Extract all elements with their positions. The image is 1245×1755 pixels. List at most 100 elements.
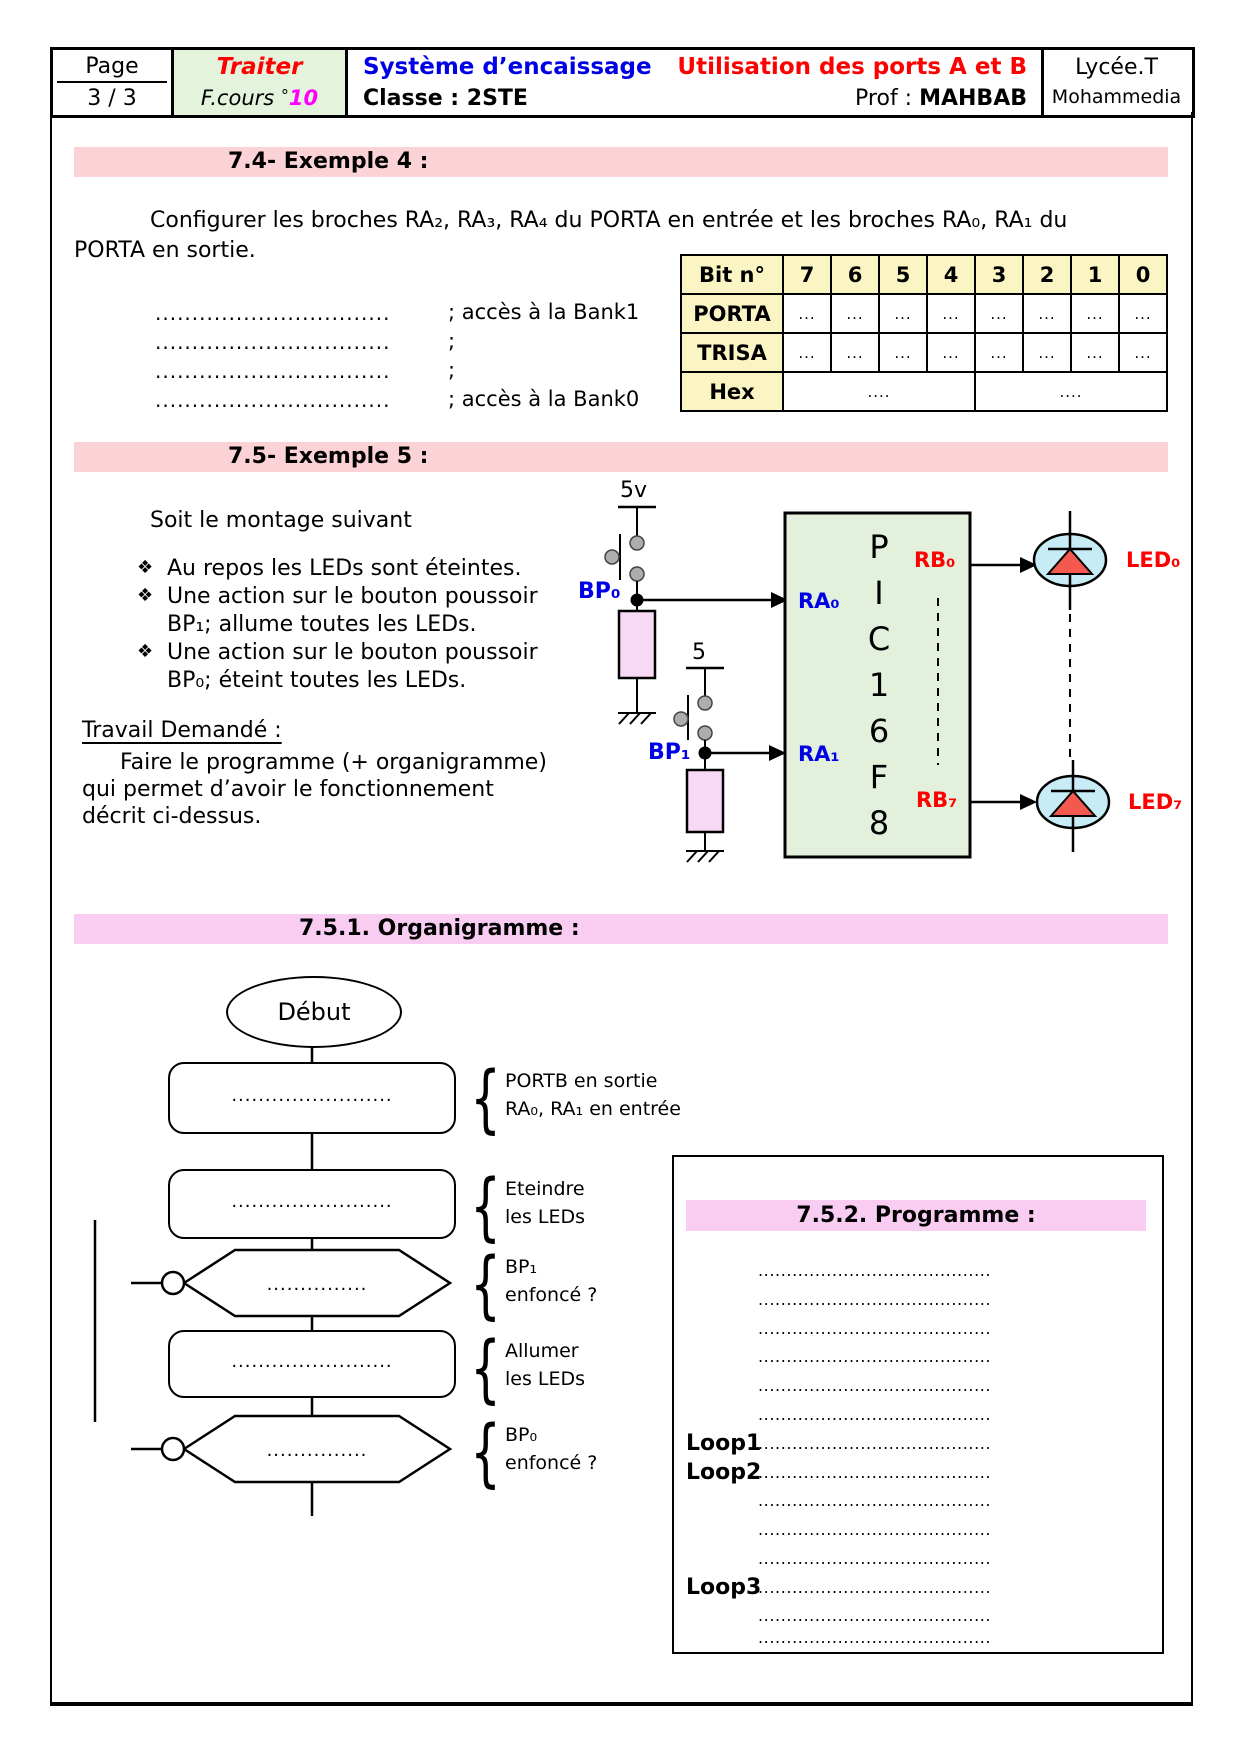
section-7-5-heading: 7.5- Exemple 5 : <box>74 442 1168 472</box>
row-label: PORTA <box>680 293 784 334</box>
supply-5-label: 5 <box>692 640 706 665</box>
table-cell: ... <box>1022 293 1072 334</box>
dotted-blank: ................................ <box>155 388 391 412</box>
section-7-5-2-title: 7.5.2. Programme : <box>796 1203 1036 1228</box>
bp0-label: BP₀ <box>578 579 621 604</box>
program-label: Loop1 <box>686 1431 762 1456</box>
header-school-cell: Lycée.T Mohammedia <box>1041 50 1192 115</box>
paragraph-line: Configurer les broches RA₂, RA₃, RA₄ du … <box>150 208 1068 233</box>
chip-letter: 6 <box>868 712 890 750</box>
col-header: 1 <box>1070 254 1120 295</box>
table-cell: ... <box>830 293 880 334</box>
table-cell: ... <box>1118 332 1168 373</box>
table-cell: ... <box>974 293 1024 334</box>
resistor-bp0 <box>617 609 657 713</box>
annotation-line: RA₀, RA₁ en entrée <box>505 1098 681 1120</box>
bullet-item-continued: BP₀; éteint toutes les LEDs. <box>167 668 467 693</box>
dotted-blank: ........................................… <box>758 1520 992 1539</box>
row-label: TRISA <box>680 332 784 373</box>
col-header: 3 <box>974 254 1024 295</box>
col-header: Bit n° <box>680 254 784 295</box>
flowchart-annotation: Allumer les LEDs <box>505 1342 585 1389</box>
section-7-5-title: 7.5- Exemple 5 : <box>228 444 429 469</box>
flowchart-decision-bp0 <box>131 1414 453 1484</box>
supply-5v-label: 5v <box>620 478 648 503</box>
prof-label: Prof : <box>855 86 920 111</box>
class-line: Classe : 2STE <box>363 86 528 111</box>
answer-comment: ; <box>448 329 456 353</box>
annotation-line: Allumer <box>505 1340 579 1362</box>
flowchart-start-node: Début <box>226 976 402 1048</box>
brace-icon: { <box>470 1326 501 1412</box>
bits-table: Bit n° 7 6 5 4 3 2 1 0 PORTA ... ... ...… <box>680 254 1168 412</box>
dotted-blank: ................................ <box>155 330 391 354</box>
wire-rb0 <box>970 557 1037 573</box>
annotation-line: BP₀ <box>505 1424 538 1446</box>
ra1-pin-label: RA₁ <box>798 742 840 766</box>
travail-line: Faire le programme (+ organigramme) <box>120 750 547 775</box>
brace-icon: { <box>470 1242 501 1328</box>
brace-icon: { <box>470 1056 501 1142</box>
pushbutton-bp0-symbol <box>604 505 656 611</box>
dotted-blank: ........................ <box>231 1085 393 1106</box>
col-header: 2 <box>1022 254 1072 295</box>
divider <box>345 50 348 115</box>
table-cell: ... <box>878 332 928 373</box>
col-header: 0 <box>1118 254 1168 295</box>
ra0-pin-label: RA₀ <box>798 589 840 613</box>
course-prefix: F.cours <box>200 86 275 110</box>
program-label: Loop2 <box>686 1460 762 1485</box>
paragraph-line: PORTA en sortie. <box>74 238 256 263</box>
intro-line: Soit le montage suivant <box>150 508 412 533</box>
dotted-blank: ........................................… <box>758 1491 992 1510</box>
page-border <box>50 112 1193 1706</box>
table-cell: ... <box>782 332 832 373</box>
table-cell: ... <box>782 293 832 334</box>
section-7-4-title: 7.4- Exemple 4 : <box>228 149 429 174</box>
dotted-blank: ........................................… <box>758 1549 992 1568</box>
dotted-blank: ............... <box>266 1274 368 1295</box>
answer-comment: ; accès à la Bank1 <box>448 300 640 324</box>
divider <box>171 50 174 115</box>
school-city: Mohammedia <box>1051 86 1182 108</box>
flowchart-annotation: PORTB en sortie RA₀, RA₁ en entrée <box>505 1072 681 1119</box>
dotted-blank: ........................ <box>231 1191 393 1212</box>
flowchart-process-init: ........................ <box>168 1062 456 1134</box>
table-row: PORTA ... ... ... ... ... ... ... ... <box>680 293 1168 334</box>
flowchart-process-eteindre: ........................ <box>168 1169 456 1239</box>
pic16f8-chip <box>783 511 972 859</box>
bp1-label: BP₁ <box>648 740 691 765</box>
flowchart-annotation: BP₀ enfoncé ? <box>505 1426 597 1473</box>
hex-cell: .... <box>782 371 976 412</box>
section-7-5-1-heading: 7.5.1. Organigramme : <box>74 914 1168 944</box>
ground-symbol-bp0 <box>618 712 656 725</box>
dotted-blank: ........................................… <box>758 1628 992 1647</box>
chip-letter: F <box>869 758 889 796</box>
header-main-cell: Système d’encaissage Classe : 2STE Utili… <box>345 50 1041 115</box>
start-label: Début <box>277 998 351 1026</box>
brace-icon: { <box>470 1164 501 1250</box>
dotted-blank: ........................................… <box>758 1290 992 1309</box>
dotted-blank: ........................................… <box>758 1347 992 1366</box>
activity-label: Traiter <box>216 54 303 80</box>
chip-letter: I <box>874 574 884 612</box>
table-row: TRISA ... ... ... ... ... ... ... ... <box>680 332 1168 373</box>
dotted-blank: ............... <box>266 1440 368 1461</box>
wire-rb7 <box>970 794 1037 810</box>
flowchart-process-allumer: ........................ <box>168 1330 456 1398</box>
rb7-pin-label: RB₇ <box>916 788 958 812</box>
annotation-line: PORTB en sortie <box>505 1070 658 1092</box>
program-box <box>672 1155 1164 1654</box>
answer-comment: ; <box>448 358 456 382</box>
dotted-blank: ........................................… <box>758 1606 992 1625</box>
table-row: Bit n° 7 6 5 4 3 2 1 0 <box>680 254 1168 295</box>
led7-label: LED₇ <box>1128 790 1183 814</box>
table-cell: ... <box>1022 332 1072 373</box>
prof-line: Prof : MAHBAB <box>855 86 1027 111</box>
course-num: 10 <box>288 86 319 110</box>
bullet-item: Au repos les LEDs sont éteintes. <box>167 556 522 581</box>
course-number: F.cours °10 <box>174 86 346 110</box>
table-cell: ... <box>926 293 976 334</box>
dotted-blank: ........................................… <box>758 1405 992 1424</box>
